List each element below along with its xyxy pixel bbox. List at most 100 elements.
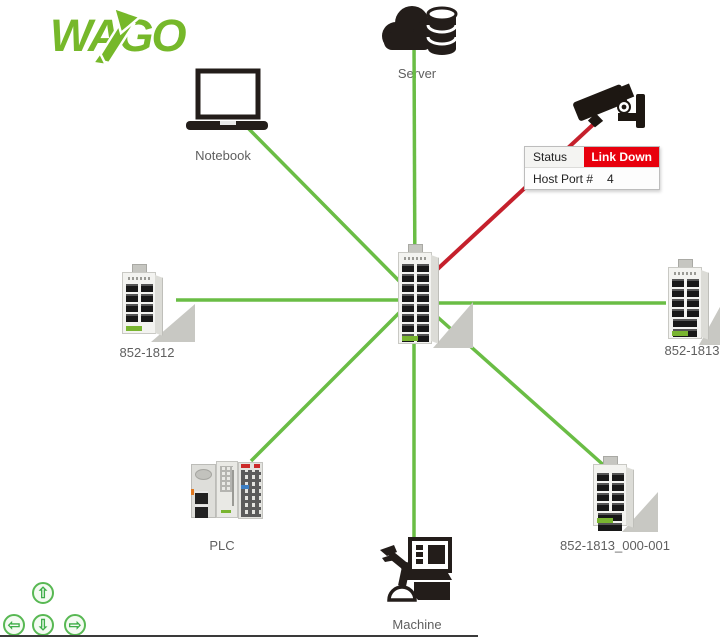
rj45-port xyxy=(611,503,624,511)
plc-io-modules xyxy=(238,462,263,519)
wago-logo-icon: WAGO xyxy=(50,6,188,67)
rj45-port xyxy=(671,279,684,287)
rj45-port xyxy=(596,503,609,511)
rj45-port xyxy=(401,324,414,332)
rj45-port xyxy=(596,483,609,491)
wago-sticker xyxy=(221,510,231,513)
wago-logo: WAGO xyxy=(50,6,220,69)
tooltip-status-row: Status Link Down xyxy=(525,147,659,168)
rj45-port xyxy=(596,493,609,501)
rj45-port xyxy=(416,284,429,292)
link-notebook xyxy=(244,124,417,299)
rj45-port xyxy=(686,299,699,307)
laptop-icon xyxy=(186,68,268,130)
window-edge-bar xyxy=(0,635,478,637)
switch-body xyxy=(668,267,709,341)
rj45-port xyxy=(140,304,153,312)
port-label-strip xyxy=(403,257,427,260)
switch-852-1813-node[interactable] xyxy=(667,259,720,345)
rj45-port xyxy=(140,314,153,322)
port-grid xyxy=(596,473,624,531)
pan-down-button[interactable]: ⇩ xyxy=(32,614,54,636)
rj45-port xyxy=(686,279,699,287)
rj45-port xyxy=(671,299,684,307)
machine-label: Machine xyxy=(392,617,442,632)
io-terminal-grid xyxy=(241,470,261,517)
switch-body xyxy=(122,272,163,336)
rj45-port xyxy=(416,334,429,342)
switch-side-face xyxy=(701,270,709,341)
plc-node[interactable] xyxy=(191,461,263,519)
rj45-port xyxy=(686,309,699,317)
wago-arrow-icon xyxy=(90,6,143,67)
switch-body xyxy=(398,252,439,345)
rj45-port xyxy=(195,491,208,504)
rj45-port xyxy=(671,289,684,297)
pan-up-button[interactable]: ⇧ xyxy=(32,582,54,604)
io-red-mark xyxy=(254,464,260,468)
cloud-database-icon xyxy=(382,6,458,55)
rj45-port xyxy=(125,284,138,292)
pan-left-button[interactable]: ⇦ xyxy=(3,614,25,636)
plc-orange-mark xyxy=(191,489,194,495)
rj45-port xyxy=(416,314,429,322)
switch-852-1813-label: 852-1813 xyxy=(664,343,720,358)
notebook-label: Notebook xyxy=(195,148,251,163)
rj45-port xyxy=(140,284,153,292)
rj45-port xyxy=(125,314,138,322)
switch-side-face xyxy=(431,255,439,345)
din-rail-tab xyxy=(407,244,423,252)
rj45-port xyxy=(401,294,414,302)
link-plc xyxy=(249,295,417,463)
switch-852-1812-node[interactable] xyxy=(121,264,195,342)
host-port-label: Host Port # xyxy=(533,171,594,186)
port-status-tooltip: Status Link Down Host Port # 4 xyxy=(524,146,660,190)
port-label-strip xyxy=(127,277,151,280)
tooltip-host-port-row: Host Port # 4 xyxy=(525,168,659,189)
host-port-value: 4 xyxy=(607,171,614,186)
port-grid xyxy=(671,279,699,337)
card-slot xyxy=(232,470,234,506)
central-switch-node[interactable] xyxy=(397,244,473,348)
notebook-node[interactable] xyxy=(182,68,272,141)
din-rail-tab xyxy=(677,259,693,267)
rj45-port xyxy=(611,493,624,501)
rj45-port xyxy=(416,304,429,312)
wago-sticker xyxy=(597,518,613,523)
rj45-port xyxy=(140,294,153,302)
pan-right-button[interactable]: ⇨ xyxy=(64,614,86,636)
server-node[interactable] xyxy=(372,0,458,67)
switch-852-1813-000-001-label: 852-1813_000-001 xyxy=(560,538,670,553)
port-grid xyxy=(401,264,429,342)
rj45-port xyxy=(401,314,414,322)
rj45-port xyxy=(401,264,414,272)
sfp-port xyxy=(673,319,697,327)
dsub-connector-icon xyxy=(195,469,212,480)
switch-side-face xyxy=(155,275,163,336)
rj45-port xyxy=(416,324,429,332)
switch-852-1813-000-001-node[interactable] xyxy=(592,456,658,532)
din-rail-tab xyxy=(131,264,147,272)
wago-sticker xyxy=(126,326,142,331)
machine-node[interactable] xyxy=(380,536,456,607)
vent-holes xyxy=(220,466,233,492)
link-switch-1813-000-001 xyxy=(413,295,610,471)
plc-controller-module xyxy=(191,464,216,518)
sfp-port xyxy=(598,523,622,531)
rj45-port xyxy=(596,473,609,481)
plc-middle-module xyxy=(216,461,238,518)
rj45-port xyxy=(686,289,699,297)
rj45-port xyxy=(195,505,208,518)
rj45-port xyxy=(416,294,429,302)
din-rail-tab xyxy=(602,456,618,464)
io-red-mark xyxy=(241,464,250,468)
rj45-port xyxy=(611,473,624,481)
server-label: Server xyxy=(397,66,437,81)
rj45-port xyxy=(416,274,429,282)
rj45-port xyxy=(611,483,624,491)
rj45-port xyxy=(416,264,429,272)
camera-node[interactable] xyxy=(566,66,652,141)
wago-sticker xyxy=(672,331,688,336)
